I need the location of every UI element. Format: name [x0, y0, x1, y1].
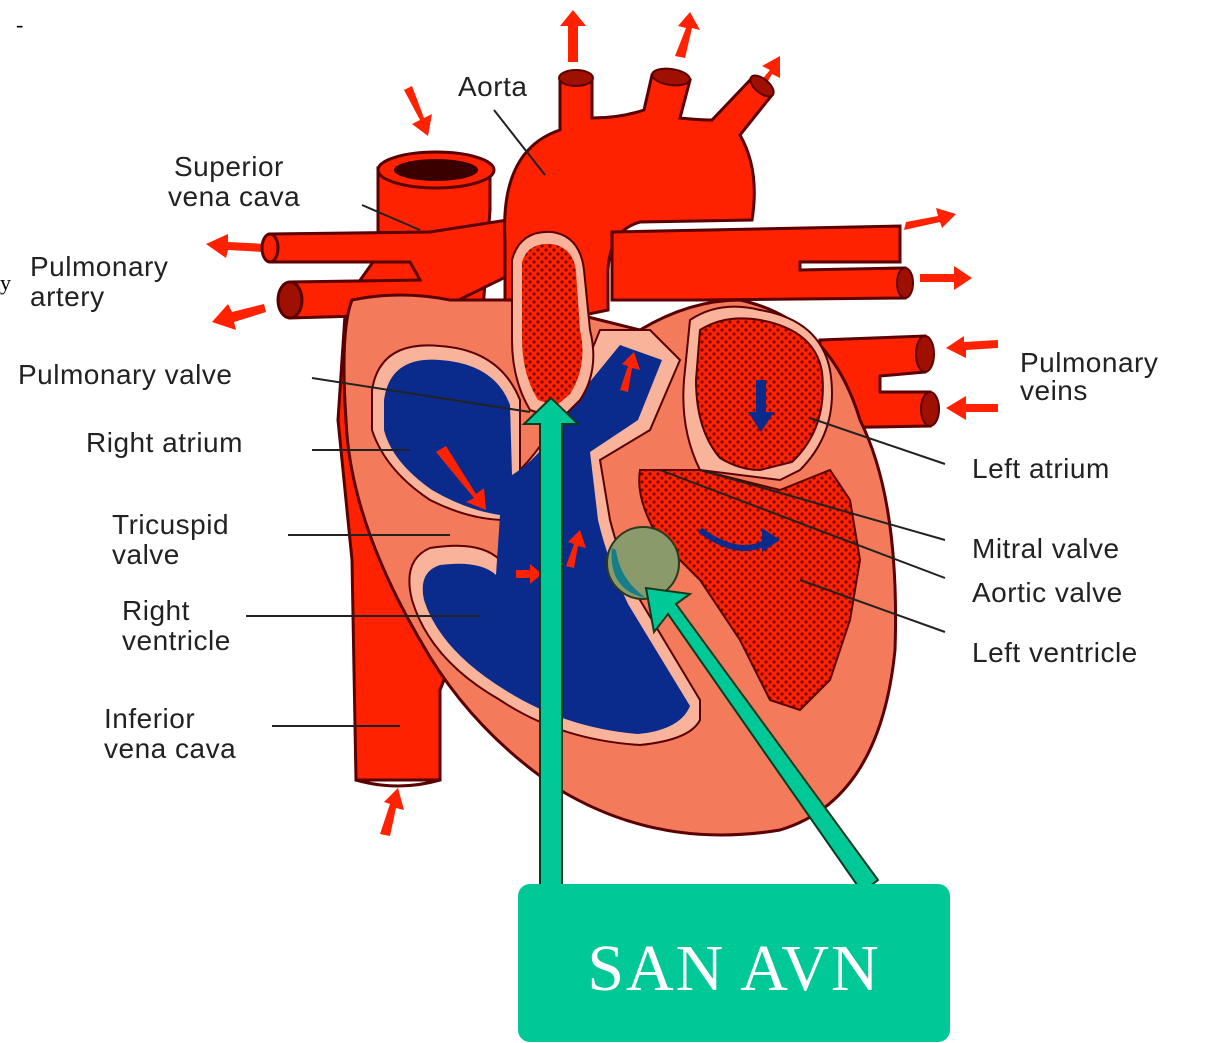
label-svc-line2: vena cava	[168, 181, 300, 212]
label-ivc-line1: Inferior	[104, 703, 195, 734]
label-mitral-valve: Mitral valve	[972, 533, 1120, 564]
aortic-channel	[512, 232, 593, 420]
arrow-up-ivc	[380, 788, 404, 836]
left-atrium	[683, 307, 832, 480]
label-rv-line1: Right	[122, 595, 190, 626]
arrow-up-1	[560, 10, 586, 62]
label-rv-line2: ventricle	[122, 625, 231, 656]
san-avn-callout: SAN AVN	[518, 884, 950, 1042]
arrow-left-pv1	[946, 336, 998, 358]
edge-fragment-left: y	[0, 270, 11, 295]
arrow-up-2	[675, 12, 700, 58]
label-pulmonary-valve: Pulmonary valve	[18, 359, 232, 390]
arrow-right-1	[904, 208, 956, 230]
label-tricuspid-line1: Tricuspid	[112, 509, 229, 540]
label-pv-line1: Pulmonary	[1020, 347, 1158, 378]
arrow-right-2	[920, 266, 972, 290]
label-pv-line2: veins	[1020, 375, 1088, 406]
label-pa-line1: Pulmonary	[30, 251, 168, 282]
label-svc-line1: Superior	[174, 151, 284, 182]
arrow-left-pv2	[946, 396, 998, 420]
arrow-left-pa2	[212, 304, 266, 330]
label-pa-line2: artery	[30, 281, 105, 312]
arrow-left-pa1	[206, 234, 266, 258]
label-right-atrium: Right atrium	[86, 427, 243, 458]
label-tricuspid-line2: valve	[112, 539, 180, 570]
label-aorta: Aorta	[458, 71, 527, 102]
label-aortic-valve: Aortic valve	[972, 577, 1123, 608]
label-ivc-line2: vena cava	[104, 733, 236, 764]
arrow-down-aorta	[404, 86, 432, 136]
label-left-atrium: Left atrium	[972, 453, 1110, 484]
edge-fragment-top: -	[16, 12, 23, 37]
callout-label: SAN AVN	[587, 932, 880, 1005]
label-left-ventricle: Left ventricle	[972, 637, 1138, 668]
av-node	[607, 527, 679, 599]
